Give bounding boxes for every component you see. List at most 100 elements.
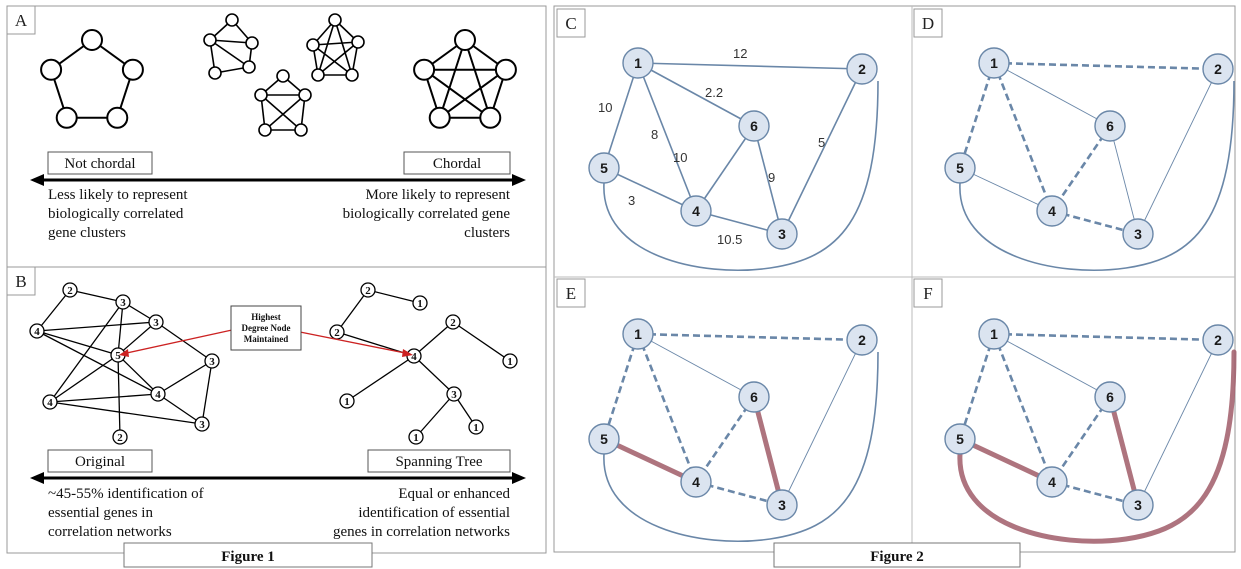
- network-node-label: 5: [115, 350, 121, 362]
- graph-edge-dashed: [958, 62, 996, 169]
- edge-weight: 10: [598, 100, 612, 115]
- network-edge: [157, 393, 203, 425]
- callout-line-2: Degree Node: [241, 323, 290, 333]
- graph-node-label: 1: [990, 326, 998, 342]
- original-box: [47, 449, 153, 473]
- graph-node-label: 4: [1048, 203, 1056, 219]
- network-node: [204, 353, 220, 369]
- network-edge: [415, 393, 455, 438]
- panel-a-left-line-1: Less likely to represent: [48, 187, 188, 203]
- graph-node-label: 5: [956, 160, 964, 176]
- edge-weight: 2.2: [705, 85, 723, 100]
- graph-node-label: 4: [692, 474, 700, 490]
- graph-edge-dashed: [958, 333, 996, 440]
- graph-edge: [993, 62, 1111, 127]
- graph-node: [1122, 218, 1154, 250]
- figure1-caption: Figure 1: [221, 549, 274, 565]
- edge-weight: 5: [818, 135, 825, 150]
- graph-node: [1202, 53, 1234, 85]
- graph-edge-dashed: [1050, 125, 1112, 212]
- graph-edge-dashed: [992, 62, 1054, 212]
- graph-node-label: 5: [956, 431, 964, 447]
- graph-edge: [753, 125, 783, 235]
- graph-edge: [603, 351, 879, 542]
- chordal-box: [403, 151, 511, 175]
- network-node: [150, 386, 166, 402]
- graph-edge: [334, 19, 353, 76]
- small-graph-2: [254, 69, 312, 137]
- graph-edge: [781, 68, 863, 235]
- graph-node: [738, 110, 770, 142]
- network-node-label: 1: [507, 356, 513, 368]
- panel-b-double-arrow: [30, 472, 526, 484]
- graph-node-label: 1: [990, 55, 998, 71]
- graph-edge: [1137, 339, 1219, 506]
- graph-node: [254, 88, 268, 102]
- panel-label: F: [923, 284, 932, 303]
- network-edge: [201, 360, 213, 425]
- network-node: [148, 314, 164, 330]
- graph-edge: [209, 39, 253, 44]
- graph-node: [1094, 381, 1126, 413]
- graph-edge: [264, 94, 306, 131]
- network-edge: [49, 401, 203, 425]
- graph-edge: [260, 94, 302, 131]
- graph-node-label: 2: [1214, 332, 1222, 348]
- panel-a-right-line-2: biologically correlated gene: [343, 206, 511, 222]
- not-chordal-pentagon: [40, 29, 144, 129]
- network-edge: [413, 355, 455, 395]
- graph-edge: [637, 333, 755, 398]
- graph-node: [208, 66, 222, 80]
- network-node-label: 3: [153, 317, 159, 329]
- graph-node: [944, 152, 976, 184]
- graph-node: [306, 38, 320, 52]
- graph-node: [245, 36, 259, 50]
- highest-degree-callout: Highest Degree Node Maintained: [119, 305, 413, 357]
- graph-node-label: 5: [600, 431, 608, 447]
- edge-weight: 12: [733, 46, 747, 61]
- graph-node-label: 6: [1106, 118, 1114, 134]
- graph-node-label: 6: [750, 118, 758, 134]
- graph-node: [494, 58, 517, 81]
- network-node-label: 1: [417, 298, 423, 310]
- graph-node: [413, 58, 436, 81]
- graph-edge: [317, 41, 359, 76]
- graph-node: [622, 318, 654, 350]
- network-edge: [36, 330, 159, 395]
- network-edge: [336, 289, 369, 333]
- graph-node: [978, 318, 1010, 350]
- graph-edge-highlighted: [957, 436, 1055, 485]
- graph-node: [588, 423, 620, 455]
- network-edge: [117, 321, 157, 356]
- graph-node: [479, 106, 502, 129]
- graph-node: [680, 466, 712, 498]
- network-node: [62, 282, 78, 298]
- graph-edge: [317, 19, 336, 76]
- network-node-label: 3: [451, 389, 457, 401]
- network-node: [445, 314, 461, 330]
- spanning-tree-text: Spanning Tree: [395, 454, 482, 470]
- panel-label: E: [566, 284, 576, 303]
- network-node: [115, 294, 131, 310]
- graph-edge: [637, 62, 863, 70]
- panel-b-right-line-2: identification of essential: [358, 505, 510, 521]
- network-node: [412, 295, 428, 311]
- network-node-label: 4: [34, 326, 40, 338]
- graph-edge: [603, 62, 639, 169]
- graph-node: [944, 423, 976, 455]
- graph-edge: [439, 68, 507, 119]
- graph-edge: [959, 167, 1053, 212]
- graph-node: [81, 29, 103, 51]
- graph-node: [1036, 466, 1068, 498]
- graph-edge: [637, 62, 755, 127]
- network-node-label: 2: [67, 285, 73, 297]
- graph-node: [294, 123, 308, 137]
- panel-b-right-line-3: genes in correlation networks: [333, 524, 510, 540]
- graph-edge-dashed: [637, 332, 863, 342]
- panel-label-box: [913, 8, 943, 38]
